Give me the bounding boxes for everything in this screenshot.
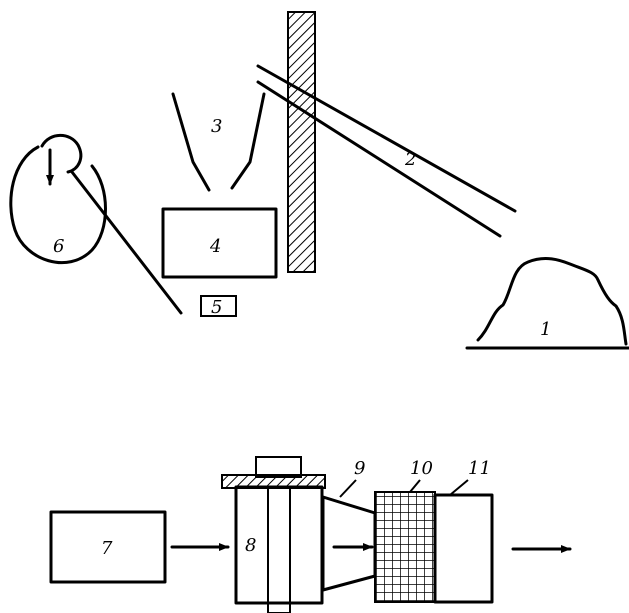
wall — [287, 11, 316, 273]
reel-6 — [9, 133, 183, 315]
label-8: 8 — [245, 535, 256, 556]
label-1: 1 — [540, 319, 551, 340]
machine-8 — [221, 456, 326, 613]
label-5: 5 — [211, 297, 222, 318]
label-6: 6 — [53, 236, 64, 257]
label-3: 3 — [211, 116, 222, 137]
box-7 — [49, 510, 167, 584]
machine-box-4 — [161, 207, 278, 279]
grid-block-10 — [374, 479, 436, 603]
funnel-9 — [321, 479, 377, 592]
label-9: 9 — [354, 458, 365, 479]
inclined-conveyor — [256, 64, 517, 238]
box-5 — [200, 295, 237, 317]
label-2: 2 — [404, 149, 416, 170]
label-10: 10 — [410, 458, 433, 479]
hopper — [171, 92, 266, 192]
box-11 — [433, 479, 494, 604]
pile-1 — [465, 257, 629, 350]
label-4: 4 — [209, 236, 221, 257]
label-7: 7 — [101, 538, 113, 559]
label-11: 11 — [468, 458, 491, 479]
